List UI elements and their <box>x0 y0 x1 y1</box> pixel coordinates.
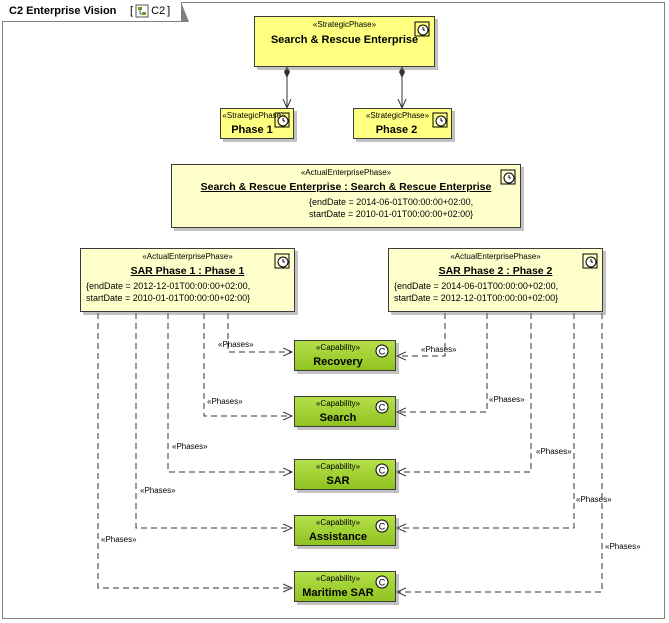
node-stereotype: «StrategicPhase» <box>222 111 286 120</box>
edge-label: «Phases» <box>489 395 525 404</box>
edge-label: «Phases» <box>140 486 176 495</box>
stopwatch-icon <box>274 112 290 128</box>
node-tagged-values: {endDate = 2014-06-01T00:00:00+02:00, st… <box>394 280 558 304</box>
phases-link-sar2-recovery[interactable] <box>397 313 446 356</box>
node-actual-enterprise[interactable]: «ActualEnterprisePhase» Search & Rescue … <box>171 164 521 228</box>
capability-c-icon: C <box>375 344 389 358</box>
node-stereotype: «ActualEnterprisePhase» <box>142 252 233 261</box>
diagram-icon <box>135 4 149 18</box>
edge-label: «Phases» <box>421 345 457 354</box>
stopwatch-icon <box>582 253 598 269</box>
phases-link-sar1-assistance[interactable] <box>135 313 292 528</box>
stopwatch-icon <box>432 112 448 128</box>
node-search-rescue-enterprise[interactable]: «StrategicPhase» Search & Rescue Enterpr… <box>254 16 435 67</box>
tag-end-date: {endDate = 2014-06-01T00:00:00+02:00, <box>309 197 474 207</box>
edge-label: «Phases» <box>218 340 254 349</box>
phases-link-sar2-sar[interactable] <box>397 313 532 472</box>
node-name: Maritime SAR <box>302 587 374 599</box>
composition-phase2-diamond <box>399 66 405 78</box>
node-name: Assistance <box>308 531 368 543</box>
diagram-title-tab: C2 Enterprise Vision [ C2 ] <box>2 2 189 22</box>
node-name: SAR Phase 2 : Phase 2 <box>438 265 553 277</box>
ref-open-bracket: [ <box>130 5 134 17</box>
phases-link-sar1-sar[interactable] <box>167 313 292 472</box>
node-stereotype: «Capability» <box>315 518 361 527</box>
node-name: Phase 2 <box>375 124 418 136</box>
phases-link-sar1-search[interactable] <box>203 313 292 416</box>
capability-c-icon: C <box>375 575 389 589</box>
tag-start-date: startDate = 2010-01-01T00:00:00+02:00} <box>309 209 474 219</box>
node-stereotype: «StrategicPhase» <box>312 20 377 29</box>
phases-link-sar2-search[interactable] <box>397 313 488 412</box>
ref-label: C2 <box>151 5 166 17</box>
phases-link-sar2-assistance[interactable] <box>397 313 575 528</box>
phases-link-sar1-maritime[interactable] <box>97 313 292 588</box>
node-name: Search <box>319 412 357 424</box>
tag-start-date: startDate = 2012-12-01T00:00:00+02:00} <box>394 293 559 303</box>
node-tagged-values: {endDate = 2014-06-01T00:00:00+02:00, st… <box>309 196 473 220</box>
edge-label: «Phases» <box>536 447 572 456</box>
node-tagged-values: {endDate = 2012-12-01T00:00:00+02:00, st… <box>86 280 250 304</box>
svg-text:C: C <box>379 403 386 413</box>
phases-link-sar1-recovery[interactable] <box>227 313 292 352</box>
node-name: Phase 1 <box>231 124 273 136</box>
capability-c-icon: C <box>375 463 389 477</box>
edge-label: «Phases» <box>605 542 641 551</box>
node-name: Search & Rescue Enterprise : Search & Re… <box>200 181 492 193</box>
node-stereotype: «Capability» <box>315 399 361 408</box>
tag-end-date: {endDate = 2014-06-01T00:00:00+02:00, <box>394 281 559 291</box>
composition-phase1-diamond <box>284 66 290 78</box>
edge-label: «Phases» <box>101 535 137 544</box>
svg-text:C: C <box>379 347 386 357</box>
node-sar-phase-1[interactable]: «ActualEnterprisePhase» SAR Phase 1 : Ph… <box>80 248 295 312</box>
stopwatch-icon <box>414 21 430 37</box>
node-stereotype: «Capability» <box>315 574 361 583</box>
node-stereotype: «StrategicPhase» <box>365 111 430 120</box>
node-stereotype: «ActualEnterprisePhase» <box>300 168 392 177</box>
svg-text:C: C <box>379 578 386 588</box>
node-sar-phase-2[interactable]: «ActualEnterprisePhase» SAR Phase 2 : Ph… <box>388 248 603 312</box>
stopwatch-icon <box>274 253 290 269</box>
phases-link-sar2-maritime[interactable] <box>397 313 603 592</box>
node-name: SAR Phase 1 : Phase 1 <box>130 265 245 277</box>
node-capability-search[interactable]: «Capability» Search C <box>294 396 396 427</box>
capability-c-icon: C <box>375 400 389 414</box>
ref-close-bracket: ] <box>167 5 171 17</box>
capability-c-icon: C <box>375 519 389 533</box>
edge-label: «Phases» <box>576 495 612 504</box>
node-stereotype: «Capability» <box>315 343 361 352</box>
node-name: Recovery <box>313 356 363 368</box>
edge-label: «Phases» <box>172 442 208 451</box>
node-capability-assistance[interactable]: «Capability» Assistance C <box>294 515 396 546</box>
edge-label: «Phases» <box>207 397 243 406</box>
node-name: Search & Rescue Enterprise <box>270 34 419 46</box>
stopwatch-icon <box>500 169 516 185</box>
svg-text:C: C <box>379 466 386 476</box>
node-name: SAR <box>326 475 350 487</box>
node-stereotype: «Capability» <box>315 462 361 471</box>
node-capability-recovery[interactable]: «Capability» Recovery C <box>294 340 396 371</box>
svg-text:C: C <box>379 522 386 532</box>
tag-end-date: {endDate = 2012-12-01T00:00:00+02:00, <box>86 281 251 291</box>
node-capability-maritime-sar[interactable]: «Capability» Maritime SAR C <box>294 571 396 602</box>
node-phase-2[interactable]: «StrategicPhase» Phase 2 <box>353 108 452 139</box>
tag-start-date: startDate = 2010-01-01T00:00:00+02:00} <box>86 293 251 303</box>
node-capability-sar[interactable]: «Capability» SAR C <box>294 459 396 490</box>
diagram-title: C2 Enterprise Vision <box>9 5 117 17</box>
diagram-ref[interactable]: [ C2 ] <box>130 4 170 18</box>
node-phase-1[interactable]: «StrategicPhase» Phase 1 <box>220 108 294 139</box>
node-stereotype: «ActualEnterprisePhase» <box>450 252 541 261</box>
